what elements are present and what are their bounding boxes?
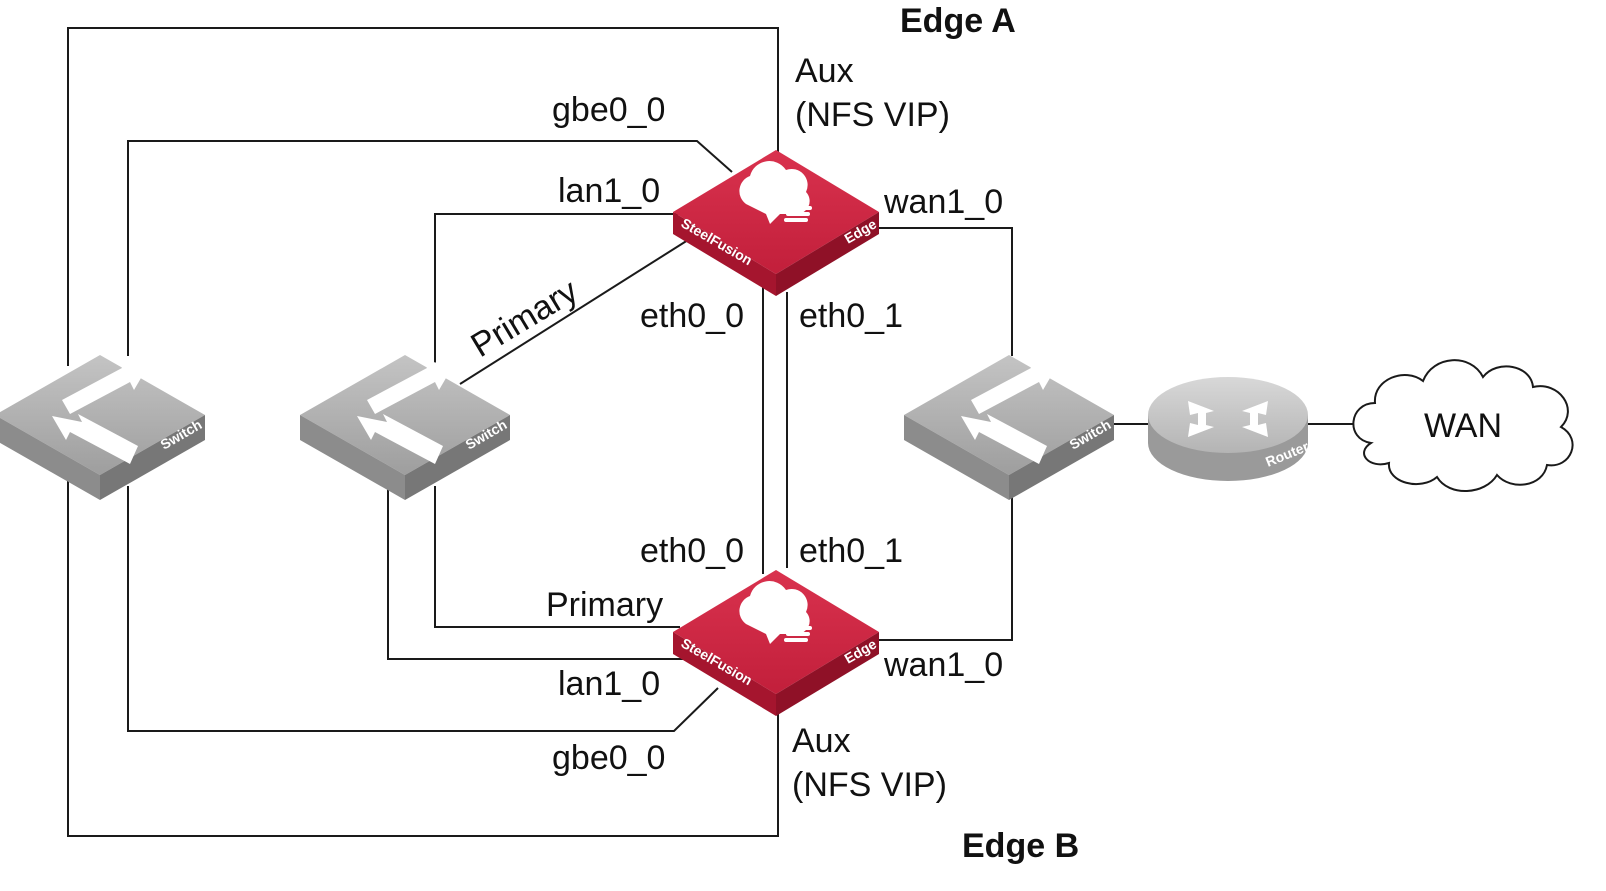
edge-a-wan-label: wan1_0 xyxy=(883,183,1003,221)
edge-a-appliance: SteelFusion Edge xyxy=(673,150,879,296)
edge-b-aux-label: Aux xyxy=(792,722,851,760)
edge-a-gbe-label: gbe0_0 xyxy=(552,91,665,129)
edge-b-title: Edge B xyxy=(962,827,1079,865)
edge-a-eth1-label: eth0_1 xyxy=(799,297,903,335)
edge-b-primary-label: Primary xyxy=(546,586,663,624)
edge-b-lan-label: lan1_0 xyxy=(558,665,660,703)
edge-a-aux-label: Aux xyxy=(795,52,854,90)
switch-middle: Switch xyxy=(300,355,510,500)
link-mid-switch-edge-b-primary xyxy=(434,486,680,628)
switch-right: Switch xyxy=(904,355,1114,500)
edge-b-eth1-label: eth0_1 xyxy=(799,532,903,570)
link-edge-a-wan xyxy=(874,227,1013,356)
link-mid-switch-edge-a-primary xyxy=(459,239,689,385)
edge-b-wan-label: wan1_0 xyxy=(883,646,1003,684)
edge-a-nfs-vip-label: (NFS VIP) xyxy=(795,96,950,134)
link-left-switch-edge-a-aux xyxy=(67,27,779,366)
edge-a-primary-label: Primary xyxy=(465,272,585,365)
edge-a-lan-label: lan1_0 xyxy=(558,172,660,210)
links xyxy=(67,27,1356,837)
link-edge-b-wan xyxy=(874,486,1013,641)
link-mid-switch-edge-a-lan xyxy=(434,213,700,366)
edge-a-title: Edge A xyxy=(900,2,1016,40)
edge-b-gbe-label: gbe0_0 xyxy=(552,739,665,777)
link-left-switch-edge-a-gbe xyxy=(127,140,733,356)
edge-a-eth0-label: eth0_0 xyxy=(640,297,744,335)
link-left-switch-edge-b-aux xyxy=(67,478,779,837)
wan-cloud: WAN xyxy=(1352,359,1574,492)
edge-b-nfs-vip-label: (NFS VIP) xyxy=(792,766,947,804)
switch-left: Switch xyxy=(0,355,205,500)
router-arrows-icon xyxy=(1188,401,1268,437)
edge-b-eth0-label: eth0_0 xyxy=(640,532,744,570)
edge-b-appliance: SteelFusion Edge xyxy=(673,570,879,716)
link-left-switch-edge-b-gbe xyxy=(127,486,719,732)
link-mid-switch-edge-b-lan xyxy=(387,486,690,660)
edge-b-labels: eth0_0 eth0_1 Primary lan1_0 wan1_0 gbe0… xyxy=(546,532,1079,865)
wan-cloud-label: WAN xyxy=(1424,407,1502,445)
router: Router xyxy=(1148,377,1311,481)
